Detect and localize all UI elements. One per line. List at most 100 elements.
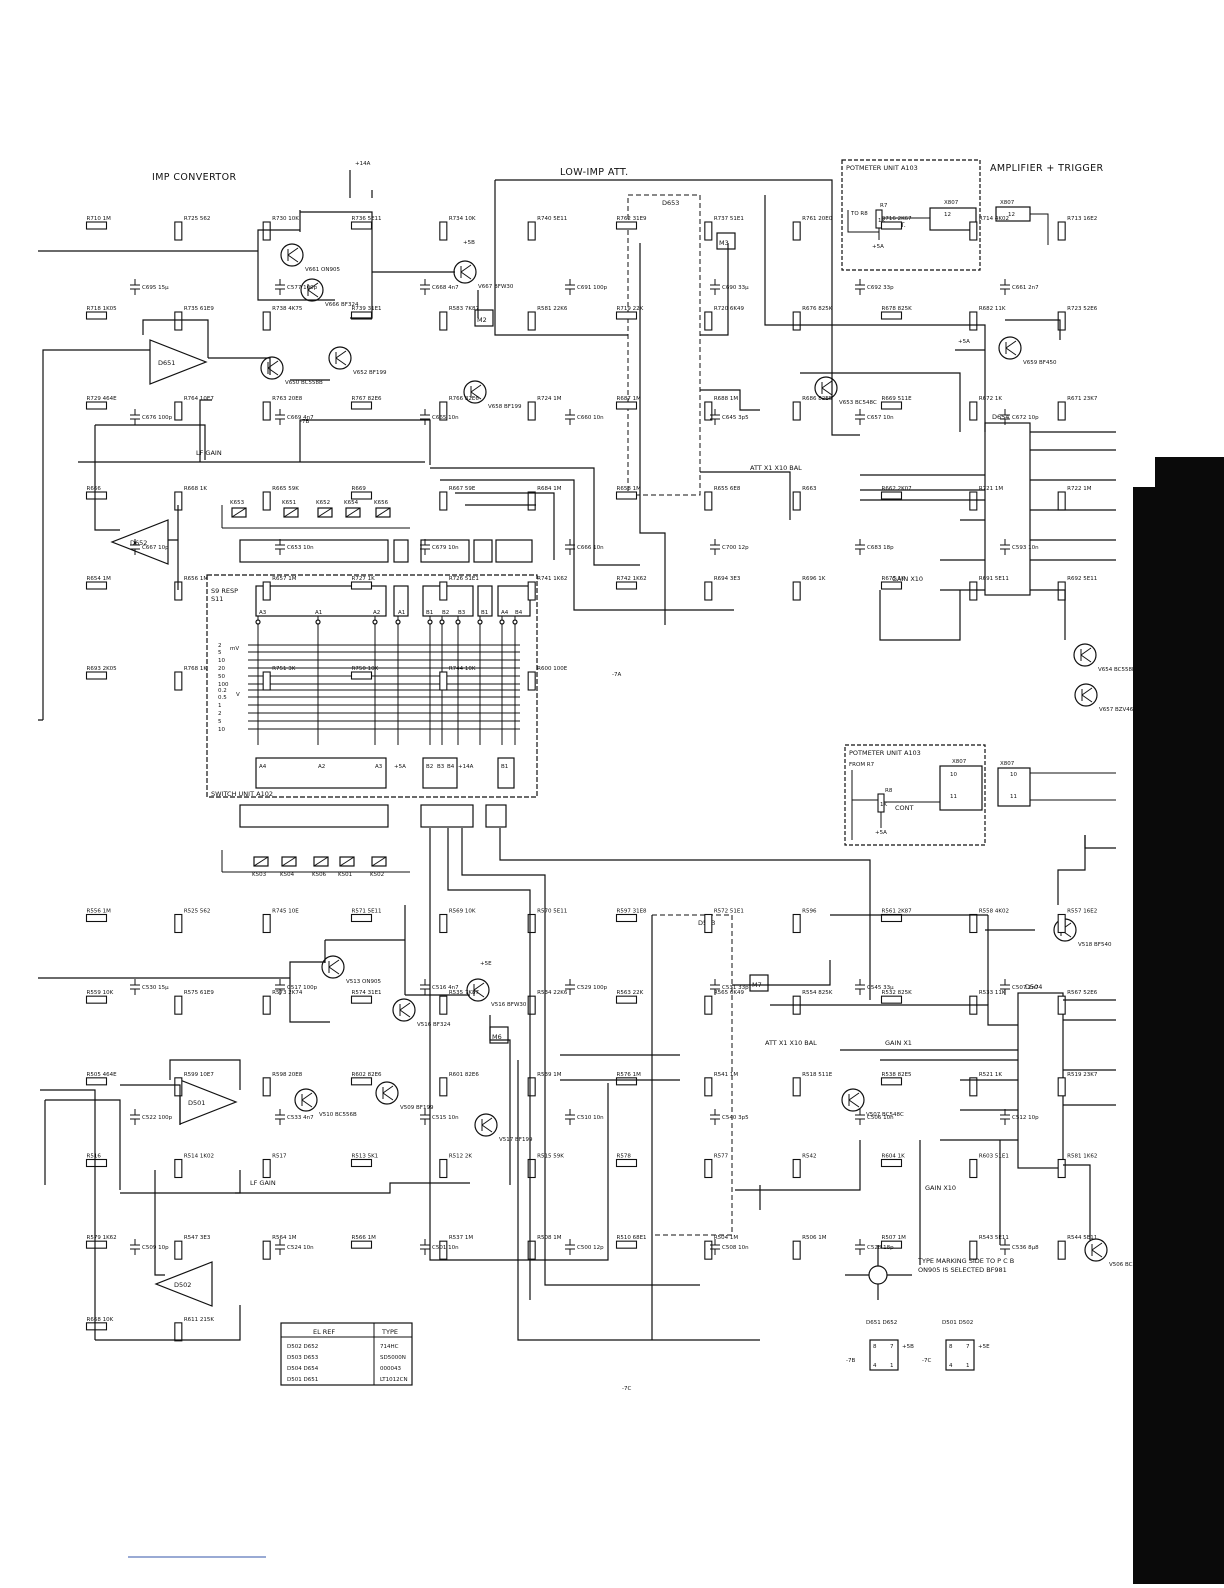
transistor-top-label-9: V657 BZV46 — [1099, 707, 1134, 713]
resistor-bot-label-4: R569 10K — [449, 909, 476, 915]
resistor-bot-body-56 — [792, 1240, 801, 1260]
switch-conn-bot-b2: B2 — [426, 764, 433, 770]
resistor-top-label-25: R764 10E7 — [184, 396, 215, 402]
x807-top-pin: 12 — [1008, 212, 1015, 218]
resistor-bot-body-12 — [85, 995, 108, 1004]
capacitor-17 — [565, 539, 575, 555]
marker-label-1: M3 — [719, 239, 729, 247]
resistor-bot-label-45: R604 1K — [882, 1154, 906, 1160]
resistor-top-label-20: R676 825K — [802, 306, 833, 312]
resistor-top-body-61 — [174, 671, 183, 691]
resistor-bot-body-49 — [174, 1240, 183, 1260]
resistor-top-body-20 — [792, 311, 801, 331]
switch-conn-a2: A2 — [373, 610, 380, 616]
transistor-bot-6 — [841, 1088, 865, 1112]
transistor-bot-label-0: V513 ON905 — [346, 979, 381, 985]
capacitor-24 — [565, 979, 575, 995]
resistor-bot-label-0: R556 1M — [87, 909, 112, 915]
resistor-top-label-27: R767 82E6 — [352, 396, 383, 402]
resistor-top-label-3: R736 5E11 — [352, 216, 382, 222]
resistor-bot-body-45 — [880, 1158, 903, 1168]
resistor-bot-label-23: R567 52E6 — [1067, 990, 1098, 996]
switch-conn-a1: A1 — [315, 610, 322, 616]
capacitor-label-8: C669 4n7 — [287, 415, 314, 421]
resistor-bot-label-41: R515 59K — [537, 1154, 564, 1160]
capacitor-label-30: C515 10n — [432, 1115, 459, 1121]
opamp-d651 — [149, 339, 208, 385]
capacitor-label-4: C690 33µ — [722, 285, 749, 291]
transistor-bot-label-5: V517 BF199 — [499, 1137, 533, 1143]
resistor-bot-label-55: R504 1M — [714, 1235, 739, 1241]
resistor-top-body-30 — [615, 401, 638, 410]
on905-selected-note: ON905 IS SELECTED BF981 — [918, 1266, 1007, 1274]
resistor-bot-body-0 — [85, 913, 108, 923]
resistor-top-body-22 — [969, 311, 978, 331]
resistor-top-body-41 — [527, 491, 536, 511]
d653-label: D653 — [662, 199, 679, 207]
resistor-bot-body-50 — [262, 1240, 271, 1260]
resistor-top-label-30: R687 1M — [617, 396, 642, 402]
potmeter-bottom-from: FROM R7 — [849, 762, 875, 768]
resistor-top-label-56: R696 1K — [802, 576, 826, 582]
transistor-bot-1 — [294, 1088, 318, 1112]
resistor-bot-body-48 — [85, 1240, 108, 1249]
resistor-bot-label-57: R507 1M — [882, 1235, 907, 1241]
capacitor-27 — [1000, 979, 1010, 995]
potmeter-unit-top: POTMETER UNIT A103 TO R8 R7 1K CONT. +5A… — [841, 159, 981, 271]
resistor-bot-body-5 — [527, 913, 536, 934]
transistor-top-label-6: V653 BC548C — [839, 400, 877, 406]
potmeter-bottom-supply: +5A — [875, 830, 887, 836]
resistor-top-body-65 — [527, 671, 536, 691]
resistor-bot-body-38 — [262, 1158, 271, 1179]
resistor-bot-label-56: R506 1M — [802, 1235, 827, 1241]
resistor-top-body-39 — [350, 491, 373, 500]
resistor-bot-label-15: R574 31E1 — [352, 990, 382, 996]
switch-conn-b2: B2 — [442, 610, 449, 616]
resistor-bot-body-4 — [439, 913, 448, 934]
resistor-top-body-0 — [85, 221, 108, 230]
resistor-top-body-1 — [174, 221, 183, 241]
resistor-top-label-48: R654 1M — [87, 576, 112, 582]
potmeter-top-value: 1K — [878, 218, 885, 224]
resistor-top-body-16 — [439, 311, 448, 331]
transistor-top-4 — [453, 260, 477, 284]
x807-bottom-pin-a: 10 — [1010, 772, 1017, 778]
switch-conn-bot-a2: A2 — [318, 764, 325, 770]
switch-conn-b4: B4 — [515, 610, 523, 616]
relay-diag-bot-4 — [371, 856, 387, 867]
switch-rail-5a: +5A — [394, 764, 406, 770]
resistor-top-label-19: R720 6K49 — [714, 306, 745, 312]
resistor-bot-label-25: R599 10E7 — [184, 1072, 215, 1078]
relay-top-3: K654 — [344, 500, 359, 506]
relay-diag-top-1 — [283, 507, 299, 518]
switch-s11: S11 — [211, 595, 223, 603]
resistor-top-label-9: R716 2K67 — [882, 216, 913, 222]
capacitor-label-20: C593 10n — [1012, 545, 1039, 551]
resistor-top-body-35 — [1057, 401, 1066, 421]
relay-top-2: K652 — [316, 500, 330, 506]
resistor-bot-body-55 — [704, 1240, 713, 1260]
relay-diag-top-2 — [317, 507, 333, 518]
resistor-top-body-14 — [262, 311, 271, 331]
resistor-bot-body-42 — [615, 1158, 638, 1168]
pinout-pin-c-0: 4 — [873, 1363, 877, 1369]
resistor-top-label-41: R684 1M — [537, 486, 562, 492]
resistor-top-body-57 — [880, 581, 903, 590]
capacitor-16 — [420, 539, 430, 555]
capacitor-39 — [710, 1239, 720, 1255]
resistor-top-label-35: R671 23K7 — [1067, 396, 1098, 402]
resistor-top-label-53: R741 1K62 — [537, 576, 567, 582]
switch-conn-bot-b3: B3 — [437, 764, 445, 770]
resistor-top-label-62: R751 3K — [272, 666, 296, 672]
resistor-top-label-58: R691 5E11 — [979, 576, 1009, 582]
resistor-top-label-34: R672 1K — [979, 396, 1003, 402]
resistor-bot-label-50: R564 1M — [272, 1235, 297, 1241]
resistor-bot-body-11 — [1057, 913, 1066, 934]
resistor-bot-body-57 — [880, 1240, 903, 1249]
capacitor-label-7: C676 100p — [142, 415, 173, 421]
potmeter-top-title: POTMETER UNIT A103 — [846, 164, 918, 172]
potmeter-top-supply: +5A — [872, 244, 884, 250]
capacitor-label-39: C508 10n — [722, 1245, 749, 1251]
relay-bot-2: K506 — [312, 872, 327, 878]
resistor-top-body-2 — [262, 221, 271, 241]
